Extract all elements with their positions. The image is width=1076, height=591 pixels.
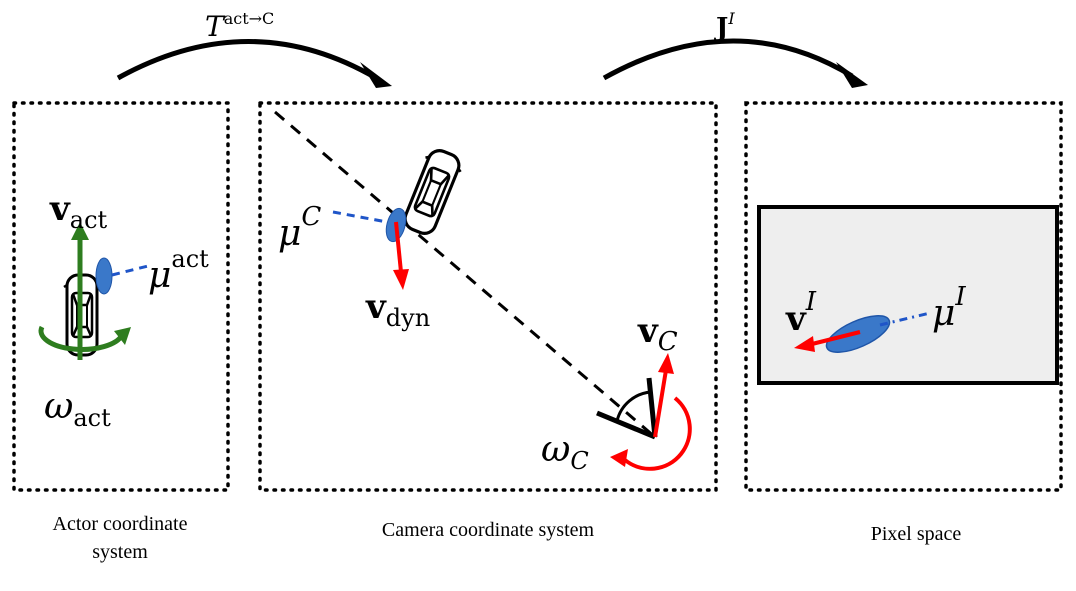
transform-arrowhead-camera-to-pixel (836, 62, 868, 88)
actor-caption-line2: system (92, 541, 148, 563)
actor-mean-label: μact (148, 245, 209, 296)
actor-panel-caption: Actor coordinate system (0, 510, 240, 566)
camera-mean-leader (332, 210, 388, 224)
pixel-velocity-arrow (811, 330, 861, 346)
camera-angular-velocity-arc (623, 396, 692, 471)
image-plane (757, 205, 1059, 385)
camera-panel-caption: Camera coordinate system (381, 519, 595, 541)
actor-velocity-arrowhead (71, 222, 89, 240)
actor-angular-velocity-arrowhead (114, 327, 131, 345)
actor-mean-leader (111, 264, 149, 277)
pixel-velocity-arrowhead (794, 336, 815, 352)
camera-panel-frame (258, 101, 718, 492)
transform-arrow-actor-to-camera (116, 39, 378, 81)
camera-velocity-label: vC (637, 311, 678, 357)
actor-velocity-label: vact (49, 189, 108, 234)
camera-dyn-velocity-arrowhead (393, 269, 409, 290)
transform-arrowhead-actor-to-camera (360, 62, 392, 88)
camera-velocity-arrowhead (658, 353, 674, 374)
pixel-mean-leader (879, 311, 931, 327)
pixel-panel-caption: Pixel space (870, 523, 962, 545)
transform-label-camera-to-pixel: JI (714, 9, 735, 43)
camera-velocity-arrow (653, 369, 668, 438)
camera-dyn-velocity-arrow (394, 221, 403, 273)
transform-arrow-camera-to-pixel (602, 38, 854, 81)
actor-panel-frame (12, 101, 230, 492)
actor-gaussian (95, 257, 113, 295)
camera-frustum-icon (596, 377, 658, 440)
camera-dyn-velocity-label: vdyn (365, 287, 430, 332)
camera-mean-label: μC (278, 202, 321, 254)
pixel-velocity-label: vI (785, 287, 817, 339)
actor-caption-line1: Actor coordinate (52, 513, 188, 535)
transform-label-actor-to-camera: Tact→C (205, 9, 274, 43)
pixel-panel-frame (744, 101, 1063, 492)
actor-angular-velocity-label: ωact (44, 386, 111, 432)
camera-angular-velocity-label: ωC (541, 429, 589, 475)
actor-angular-velocity-arc (38, 325, 125, 352)
camera-car-icon (397, 144, 467, 240)
camera-angular-velocity-arrowhead (610, 449, 628, 467)
pixel-mean-label: μI (932, 282, 966, 334)
camera-ray-dashed (274, 110, 656, 439)
